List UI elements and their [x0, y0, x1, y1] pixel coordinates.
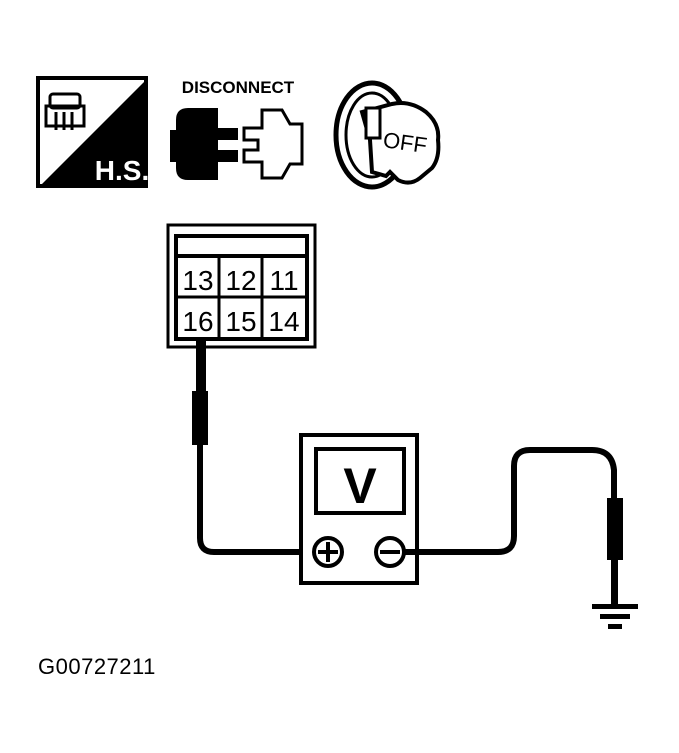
ground-icon [592, 604, 638, 629]
pin-15: 15 [225, 306, 256, 337]
off-label: OFF [382, 127, 429, 158]
meter-display: V [343, 458, 377, 514]
pin-12: 12 [225, 265, 256, 296]
pin-11: 11 [269, 265, 298, 296]
ignition-off-icon: OFF [333, 80, 441, 190]
pin-14: 14 [268, 306, 299, 337]
negative-terminal-icon [374, 536, 406, 568]
pin-13: 13 [182, 265, 213, 296]
disconnect-label: DISCONNECT [182, 78, 295, 97]
disconnect-icon: DISCONNECT [170, 78, 304, 180]
voltmeter: V [299, 433, 419, 585]
hs-label: H.S. [95, 155, 149, 186]
figure-id: G00727211 [38, 654, 156, 679]
pin-16: 16 [182, 306, 213, 337]
positive-probe-lead [192, 339, 312, 555]
connector-face: 13 12 11 16 15 14 [166, 223, 317, 349]
positive-terminal-icon [312, 536, 344, 568]
negative-probe-lead [404, 447, 623, 606]
harness-side-icon: H.S. [36, 76, 149, 188]
